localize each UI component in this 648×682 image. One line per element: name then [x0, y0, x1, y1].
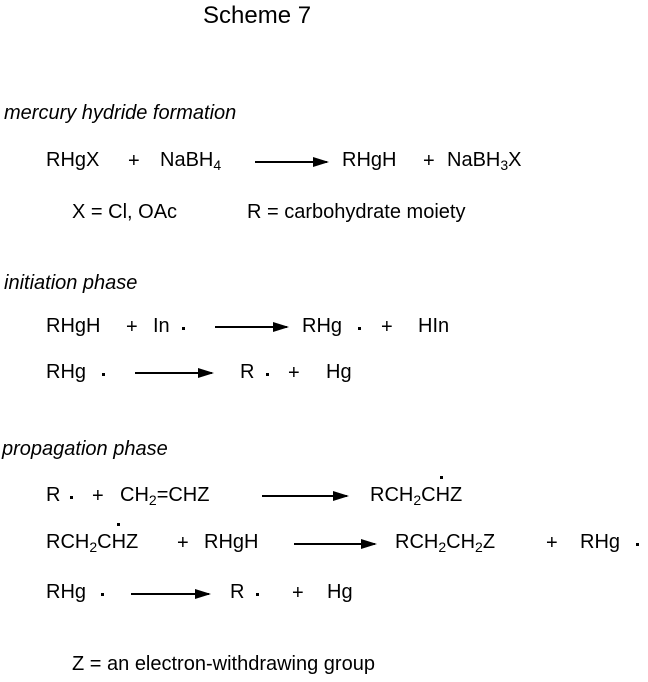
product-alkane: RCH2CH2Z [395, 531, 496, 555]
radical-dot [70, 496, 73, 499]
reactant-rhgh: RHgH [46, 315, 101, 337]
plus-sign: + [423, 150, 435, 172]
product-hg: Hg [326, 361, 352, 383]
product-alkyl-radical: RCH2CHZ [370, 484, 463, 508]
plus-sign: + [381, 316, 393, 338]
product-nabh3x: NaBH3X [447, 149, 522, 173]
radical-dot [102, 373, 105, 376]
reaction-arrow [294, 539, 377, 549]
product-rhgh: RHgH [342, 149, 397, 171]
reaction-arrow [135, 368, 214, 378]
reactant-rhgh: RHgH [204, 531, 259, 553]
plus-sign: + [546, 532, 558, 554]
radical-dot [358, 327, 361, 330]
radical-dot [266, 373, 269, 376]
section-heading-formation: mercury hydride formation [4, 102, 237, 124]
section-heading-initiation: initiation phase [4, 272, 138, 294]
reaction-arrow [255, 157, 329, 167]
product-r-radical: R [240, 361, 255, 383]
footnote: Z = an electron-withdrawing group [72, 653, 375, 675]
plus-sign: + [288, 362, 300, 384]
reactant-rhgx: RHgX [46, 149, 100, 171]
reaction-arrow [215, 322, 289, 332]
plus-sign: + [292, 582, 304, 604]
reactant-rhg-radical: RHg [46, 361, 87, 383]
radical-dot [182, 327, 185, 330]
scheme-title: Scheme 7 [203, 2, 312, 29]
reactant-nabh4: NaBH4 [160, 149, 222, 173]
product-hin: HIn [418, 315, 450, 337]
product-hg: Hg [327, 581, 353, 603]
reactant-rhg-radical: RHg [46, 581, 87, 603]
note-r: R = carbohydrate moiety [247, 201, 466, 223]
product-rhg-radical: RHg [580, 531, 621, 553]
plus-sign: + [126, 316, 138, 338]
radical-dot [117, 523, 120, 526]
reactant-alkyl-radical: RCH2CHZ [46, 531, 139, 555]
radical-dot [101, 593, 104, 596]
plus-sign: + [128, 150, 140, 172]
reactant-r-radical: R [46, 484, 61, 506]
reactant-alkene: CH2=CHZ [120, 484, 210, 508]
initiator-in: In [153, 315, 170, 337]
radical-dot [256, 593, 259, 596]
note-x: X = Cl, OAc [72, 201, 178, 223]
section-heading-propagation: propagation phase [2, 438, 168, 460]
plus-sign: + [92, 485, 104, 507]
reaction-arrow [131, 589, 211, 599]
plus-sign: + [177, 532, 189, 554]
radical-dot [440, 476, 443, 479]
reaction-arrow [262, 491, 349, 501]
radical-dot [636, 543, 639, 546]
product-r-radical: R [230, 581, 245, 603]
product-rhg-radical: RHg [302, 315, 343, 337]
